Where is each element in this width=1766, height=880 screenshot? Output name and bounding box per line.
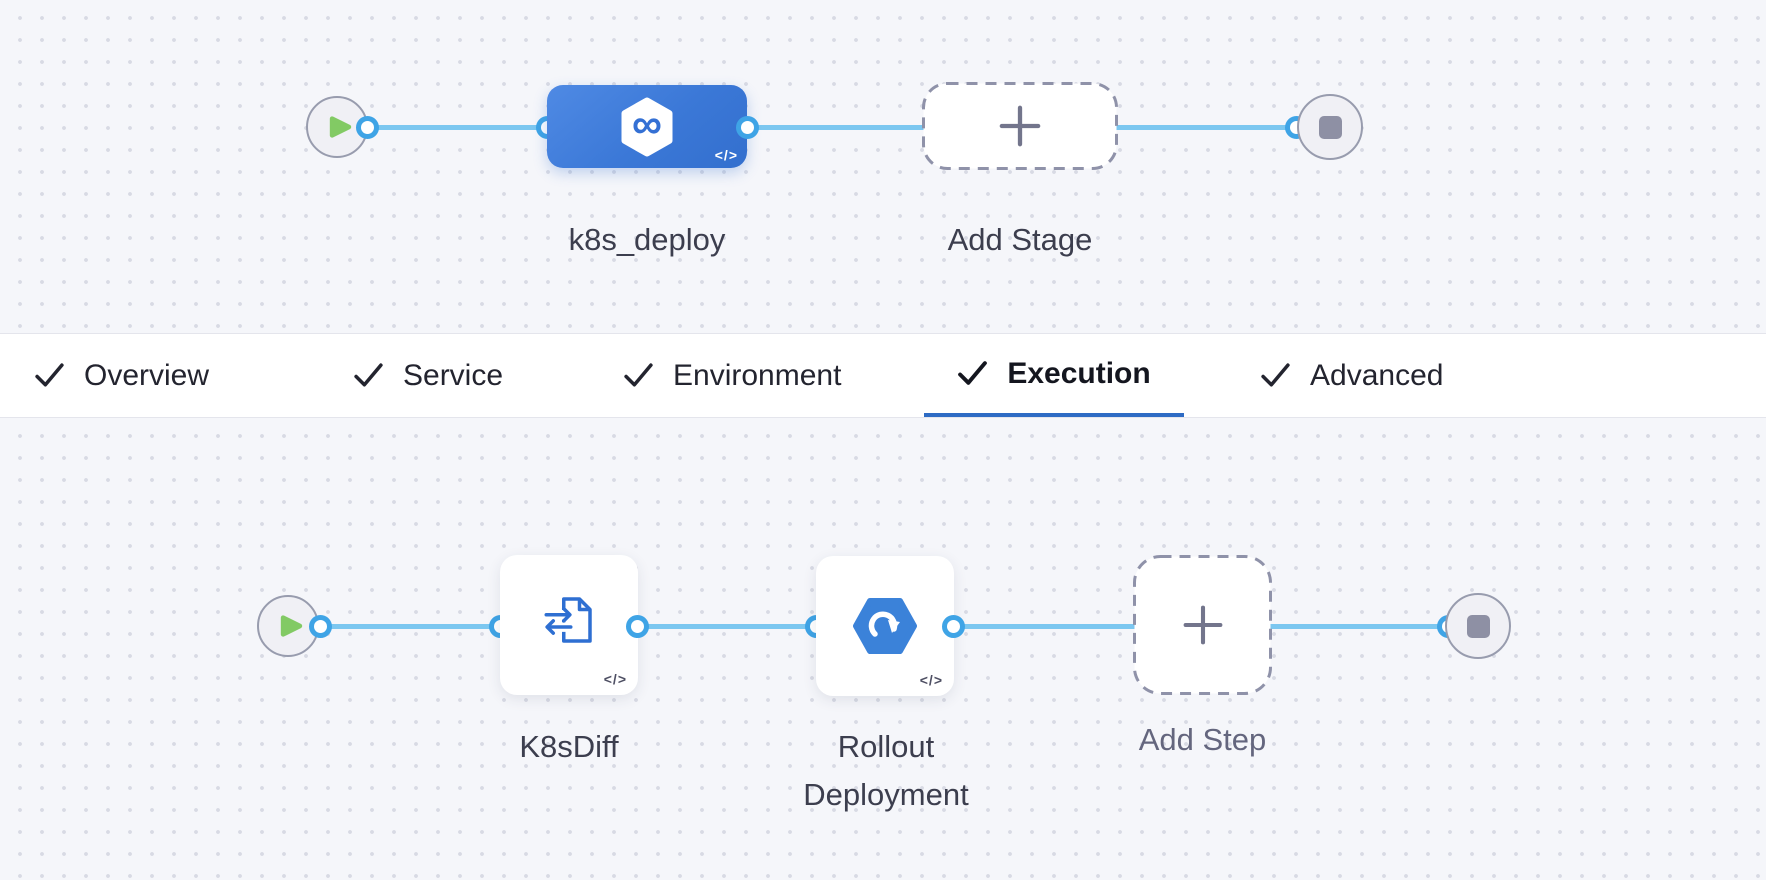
- code-badge: </>: [603, 671, 627, 687]
- tab-execution[interactable]: Execution: [924, 334, 1184, 417]
- play-icon: [329, 116, 351, 138]
- check-icon: [354, 363, 383, 387]
- port: [356, 116, 379, 139]
- stage-connector-line: [337, 125, 1330, 130]
- add-step-button[interactable]: [1133, 555, 1272, 695]
- tab-label: Service: [403, 358, 504, 392]
- step-node-k8s-diff[interactable]: </>: [500, 555, 638, 695]
- port: [626, 615, 649, 638]
- play-icon: [280, 615, 302, 637]
- stop-icon: [1318, 115, 1342, 139]
- stage-label: k8s_deploy: [568, 222, 726, 257]
- infinity-icon: ∞: [632, 99, 662, 147]
- check-icon: [624, 363, 653, 387]
- tab-overview[interactable]: Overview: [34, 334, 209, 417]
- rollout-deployment-icon: [853, 598, 917, 654]
- add-step-label: Add Step: [1138, 722, 1267, 757]
- tab-service[interactable]: Service: [353, 334, 503, 417]
- port: [736, 116, 759, 139]
- check-icon: [958, 361, 988, 385]
- stage-config-tabbar: Overview Service Environment Execution A: [0, 333, 1766, 418]
- k8s-diff-icon: [541, 597, 592, 643]
- port: [942, 615, 965, 638]
- tab-environment[interactable]: Environment: [623, 334, 841, 417]
- pipeline-end-node: [1297, 94, 1363, 160]
- step-label: Rollout Deployment: [803, 729, 969, 812]
- tab-label: Advanced: [1310, 358, 1444, 392]
- step-label: K8sDiff: [519, 729, 619, 764]
- code-badge: </>: [919, 672, 943, 688]
- plus-icon: [1183, 605, 1222, 645]
- port: [309, 615, 332, 638]
- step-node-rollout-deployment[interactable]: </>: [816, 556, 954, 696]
- stage-canvas[interactable]: ∞ </> k8s_deploy Add Stage: [0, 0, 1766, 333]
- plus-icon: [999, 105, 1041, 147]
- code-badge: </>: [714, 147, 738, 163]
- hexagon-icon: [621, 97, 673, 156]
- tab-label: Environment: [673, 358, 842, 392]
- stage-node-k8s-deploy[interactable]: ∞ </>: [547, 85, 747, 168]
- add-stage-label: Add Stage: [947, 222, 1093, 257]
- tab-advanced[interactable]: Advanced: [1260, 334, 1443, 417]
- execution-canvas[interactable]: </> </>: [0, 418, 1766, 880]
- check-icon: [35, 363, 64, 387]
- tab-label: Execution: [1007, 356, 1151, 390]
- harness-stage-icon: ∞: [620, 97, 674, 157]
- add-stage-button[interactable]: [922, 82, 1118, 170]
- check-icon: [1261, 363, 1290, 387]
- execution-end-node: [1445, 593, 1511, 659]
- tab-label: Overview: [84, 358, 210, 392]
- stop-icon: [1466, 614, 1490, 638]
